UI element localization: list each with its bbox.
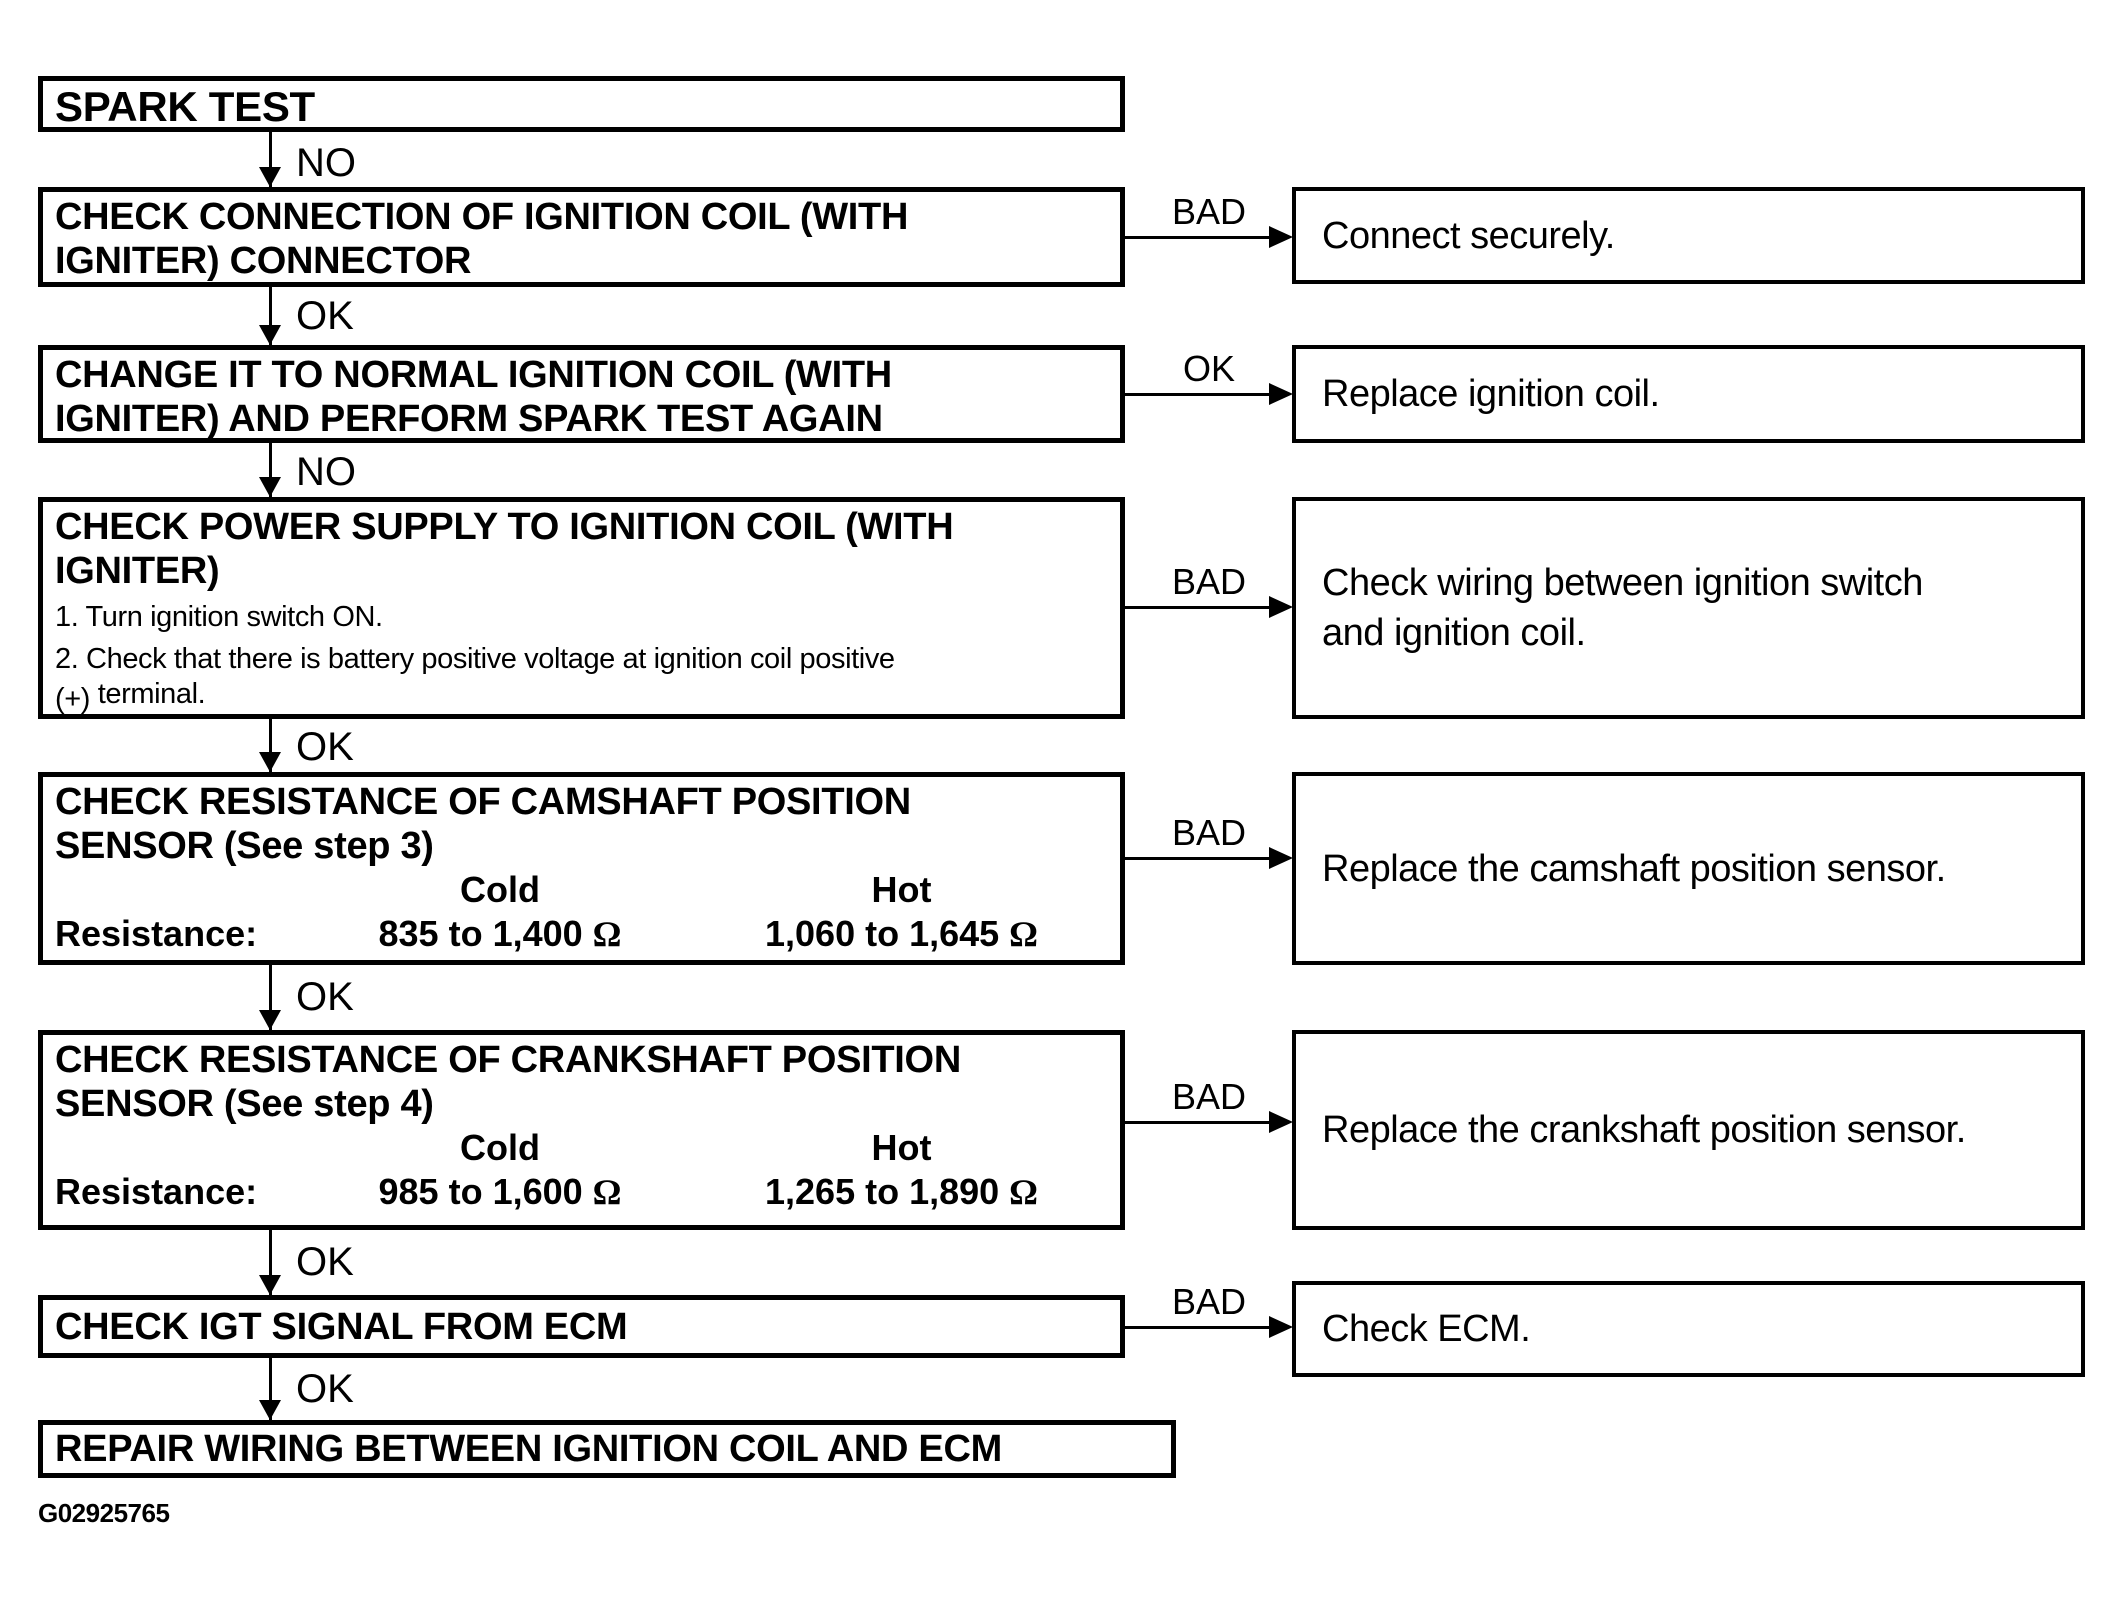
hot-column-header: Hot [871, 1127, 932, 1168]
down-arrow-label-no: NO [296, 141, 356, 185]
procedure-step: (+) terminal. [55, 677, 1108, 715]
spacer-cell [55, 868, 305, 912]
down-arrow-line [269, 443, 272, 497]
right-arrowhead-icon [1269, 1316, 1293, 1338]
hot-column-header: Hot [871, 869, 932, 910]
down-arrowhead-icon [259, 167, 281, 187]
right-arrowhead-icon [1269, 383, 1293, 405]
flow-box-camshaft-resistance: CHECK RESISTANCE OF CAMSHAFT POSITION SE… [38, 772, 1125, 965]
flow-box-title-line: CHECK RESISTANCE OF CAMSHAFT POSITION [55, 781, 911, 823]
flow-box-title-line: CHANGE IT TO NORMAL IGNITION COIL (WITH [55, 354, 892, 396]
resistance-row-label: Resistance: [55, 1171, 258, 1212]
flow-box-title-line: CHECK POWER SUPPLY TO IGNITION COIL (WIT… [55, 506, 954, 548]
flow-box-title-line: CHECK RESISTANCE OF CRANKSHAFT POSITION [55, 1039, 961, 1081]
flow-box-crankshaft-resistance: CHECK RESISTANCE OF CRANKSHAFT POSITION … [38, 1030, 1125, 1230]
action-box-check-wiring: Check wiring between ignition switch and… [1292, 497, 2085, 719]
down-arrowhead-icon [259, 325, 281, 345]
flow-box-title: REPAIR WIRING BETWEEN IGNITION COIL AND … [55, 1428, 1002, 1470]
ohm-symbol: Ω [1009, 1172, 1038, 1212]
flow-box-spark-test: SPARK TEST [38, 76, 1125, 132]
branch-label-ok: OK [1182, 348, 1235, 389]
flow-box-title-line: CHECK CONNECTION OF IGNITION COIL (WITH [55, 196, 909, 238]
branch-arrow-line [1125, 393, 1271, 396]
flow-box-check-igt-signal: CHECK IGT SIGNAL FROM ECM [38, 1295, 1125, 1358]
spacer-cell [55, 1126, 305, 1170]
down-arrowhead-icon [259, 752, 281, 772]
branch-label-bad: BAD [1171, 1076, 1247, 1117]
down-arrowhead-icon [259, 1400, 281, 1420]
procedure-step: 2. Check that there is battery positive … [55, 643, 895, 675]
branch-label-bad: BAD [1171, 1281, 1247, 1322]
action-box-replace-camshaft-sensor: Replace the camshaft position sensor. [1292, 772, 2085, 965]
action-text: Replace ignition coil. [1322, 373, 1660, 415]
branch-label-bad: BAD [1171, 812, 1247, 853]
cold-column-header: Cold [460, 869, 540, 910]
flow-box-check-power-supply: CHECK POWER SUPPLY TO IGNITION COIL (WIT… [38, 497, 1125, 719]
flow-box-title-line: IGNITER) AND PERFORM SPARK TEST AGAIN [55, 398, 883, 440]
branch-arrow-line [1125, 236, 1271, 239]
action-text: Replace the camshaft position sensor. [1322, 847, 1946, 890]
down-arrow-label-ok: OK [296, 1367, 354, 1411]
flow-box-title: CHECK IGT SIGNAL FROM ECM [55, 1305, 628, 1348]
down-arrow-label-ok: OK [296, 294, 354, 338]
action-box-replace-ignition-coil: Replace ignition coil. [1292, 345, 2085, 443]
down-arrowhead-icon [259, 1275, 281, 1295]
down-arrow-line [269, 287, 272, 345]
down-arrow-line [269, 1358, 272, 1420]
branch-arrow-line [1125, 857, 1271, 860]
action-text: Connect securely. [1322, 214, 1615, 257]
down-arrow-line [269, 1230, 272, 1295]
action-box-connect-securely: Connect securely. [1292, 187, 2085, 284]
right-arrowhead-icon [1269, 847, 1293, 869]
positive-terminal-symbol: (+) [55, 683, 91, 715]
branch-arrow-line [1125, 606, 1271, 609]
down-arrow-line [269, 132, 272, 187]
ohm-symbol: Ω [1009, 914, 1038, 954]
procedure-step: 1. Turn ignition switch ON. [55, 601, 383, 633]
flow-box-title-line: IGNITER) CONNECTOR [55, 240, 472, 282]
action-box-check-ecm: Check ECM. [1292, 1281, 2085, 1377]
right-arrowhead-icon [1269, 1111, 1293, 1133]
right-arrowhead-icon [1269, 596, 1293, 618]
flow-box-title-line: SENSOR (See step 4) [55, 1083, 434, 1125]
flow-box-title-line: IGNITER) [55, 550, 220, 592]
action-text: Replace the crankshaft position sensor. [1322, 1109, 1966, 1151]
branch-arrow-line [1125, 1326, 1271, 1329]
down-arrowhead-icon [259, 477, 281, 497]
figure-id-label: G02925765 [38, 1498, 170, 1528]
resistance-row-label: Resistance: [55, 913, 258, 954]
action-text-line: and ignition coil. [1322, 612, 1586, 654]
action-text: Check ECM. [1322, 1308, 1531, 1350]
procedure-step-tail: terminal. [97, 678, 206, 710]
down-arrow-line [269, 965, 272, 1030]
action-text-line: Check wiring between ignition switch [1322, 562, 1923, 604]
cold-column-header: Cold [460, 1127, 540, 1168]
down-arrow-label-ok: OK [296, 975, 354, 1019]
down-arrowhead-icon [259, 1010, 281, 1030]
branch-arrow-line [1125, 1121, 1271, 1124]
ohm-symbol: Ω [592, 1172, 622, 1212]
down-arrow-label-no: NO [296, 450, 356, 494]
down-arrow-label-ok: OK [296, 1240, 354, 1284]
flow-box-title: SPARK TEST [55, 83, 315, 130]
ohm-symbol: Ω [592, 914, 622, 954]
branch-label-bad: BAD [1171, 191, 1247, 232]
branch-label-bad: BAD [1171, 561, 1247, 602]
right-arrowhead-icon [1269, 226, 1293, 248]
down-arrow-label-ok: OK [296, 725, 354, 769]
flow-box-title-line: SENSOR (See step 3) [55, 825, 434, 867]
flow-box-repair-wiring: REPAIR WIRING BETWEEN IGNITION COIL AND … [38, 1420, 1176, 1478]
down-arrow-line [269, 719, 272, 772]
flow-box-check-connection: CHECK CONNECTION OF IGNITION COIL (WITH … [38, 187, 1125, 287]
flow-box-change-coil: CHANGE IT TO NORMAL IGNITION COIL (WITH … [38, 345, 1125, 443]
action-box-replace-crankshaft-sensor: Replace the crankshaft position sensor. [1292, 1030, 2085, 1230]
